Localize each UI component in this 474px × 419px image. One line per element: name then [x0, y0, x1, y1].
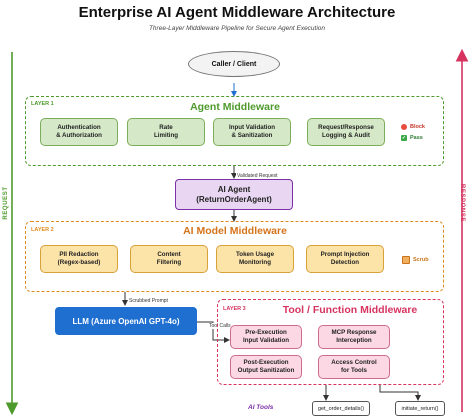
- pii-redaction-box: PII Redaction(Regex-based): [40, 245, 118, 273]
- pass-legend: ✓ Pass: [401, 135, 423, 141]
- input-validation-box: Input Validation& Sanitization: [213, 118, 291, 146]
- layer2-ai-model-middleware: [25, 221, 444, 292]
- scrub-legend: Scrub: [402, 256, 429, 264]
- layer3-tag: LAYER 3: [223, 306, 246, 312]
- llm-node: LLM (Azure OpenAI GPT-4o): [55, 307, 197, 335]
- layer3-tool-middleware: [217, 299, 444, 385]
- validated-request-label: Validated Request: [236, 173, 279, 179]
- caller-client-node: Caller / Client: [188, 51, 280, 77]
- layer2-tag: LAYER 2: [31, 227, 54, 233]
- layer1-tag: LAYER 1: [31, 101, 54, 107]
- page-title: Enterprise AI Agent Middleware Architect…: [78, 4, 396, 21]
- initiate-return-tool: initiate_return(): [395, 401, 445, 416]
- layer1-agent-middleware: [25, 96, 444, 166]
- layer3-title: Tool / Function Middleware: [282, 304, 418, 316]
- caller-label: Caller / Client: [211, 60, 257, 68]
- tool-calls-label: Tool Calls: [208, 323, 232, 329]
- layer2-title: AI Model Middleware: [183, 225, 287, 237]
- scrub-icon: [402, 256, 410, 264]
- block-icon: [401, 124, 407, 130]
- ai-tools-label: AI Tools: [248, 404, 274, 411]
- request-label: REQUEST: [3, 186, 9, 220]
- block-legend: Block: [401, 124, 425, 130]
- ai-agent-node: AI Agent (ReturnOrderAgent): [175, 179, 293, 210]
- layer1-title: Agent Middleware: [190, 101, 280, 113]
- response-label: RESPONSE: [459, 183, 465, 223]
- pass-icon: ✓: [401, 135, 407, 141]
- scrubbed-prompt-label: Scrubbed Prompt: [128, 298, 169, 304]
- page-subtitle: Three-Layer Middleware Pipeline for Secu…: [148, 25, 326, 32]
- get-order-details-tool: get_order_details(): [312, 401, 370, 416]
- authentication-box: Authentication& Authorization: [40, 118, 118, 146]
